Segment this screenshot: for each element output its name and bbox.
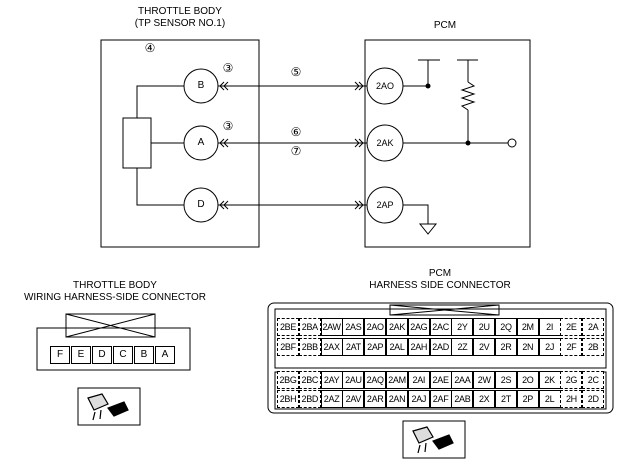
pcm-connector-pin: 2AC (429, 318, 452, 336)
tb-connector-pin: A (155, 346, 175, 364)
pcm-connector-pin: 2N (516, 338, 539, 356)
pcm-connector-pin: 2L (538, 390, 561, 408)
tb-connector-pin: F (50, 346, 70, 364)
throttle-body-subtitle: (TP SENSOR NO.1) (134, 18, 226, 29)
pcm-connector-subtitle: HARNESS SIDE CONNECTOR (369, 280, 511, 291)
pcm-connector-pin: 2AE (429, 371, 452, 389)
pcm-connector-pin: 2BB (298, 338, 321, 356)
pcm-connector-pin: 2BD (298, 390, 321, 408)
pcm-connector-pin: 2W (473, 371, 496, 389)
pcm-pin-2ak-label: 2AK (376, 138, 394, 148)
pcm-connector-pin: 2Q (495, 318, 517, 336)
pcm-pin-2ap-label: 2AP (376, 200, 394, 210)
pcm-connector-pin: 2AM (386, 371, 408, 389)
pcm-connector-pin: 2Z (451, 338, 474, 356)
tb-pin-a-label: A (197, 137, 205, 148)
pcm-connector-pin: 2BC (298, 371, 321, 389)
pcm-connector-pin: 2AT (342, 338, 365, 356)
tb-pin-b-label: B (197, 80, 205, 91)
throttle-body-title: THROTTLE BODY (138, 6, 222, 17)
sensor-lead-d (136, 168, 184, 206)
tb-connector-pin: D (92, 346, 112, 364)
tb-connector-body (36, 327, 191, 371)
tb-connector-pin: C (113, 346, 133, 364)
pcm-connector-pin: 2BA (298, 318, 321, 336)
pcm-connector-pin: 2AS (342, 318, 365, 336)
tb-connector-title: THROTTLE BODY (73, 280, 157, 291)
pcm-connector-pin: 2AU (342, 371, 365, 389)
pcm-connector-pin: 2AK (386, 318, 408, 336)
pcm-connector-pin: 2AY (320, 371, 343, 389)
pcm-connector-pin: 2M (516, 318, 539, 336)
pcm-connector-pin: 2AW (320, 318, 343, 336)
pcm-connector-pin: 2AG (407, 318, 430, 336)
pcm-connector-pin: 2C (582, 371, 605, 389)
pcm-connector-hand-icon (412, 426, 454, 454)
pcm-connector-pin: 2A (582, 318, 605, 336)
tb-connector-icon-box (77, 387, 141, 426)
pcm-connector-icon-box (402, 420, 466, 459)
tp-sensor-element (122, 117, 152, 169)
pcm-connector-pin: 2AR (364, 390, 387, 408)
pcm-connector-pin: 2X (473, 390, 496, 408)
pcm-connector-pin: 2B (582, 338, 605, 356)
ground-symbol (418, 223, 438, 235)
pcm-connector-pin: 2BH (277, 390, 299, 408)
pcm-connector-pin: 2V (473, 338, 496, 356)
pcm-connector-pin: 2AZ (320, 390, 343, 408)
tb-connector-hand-icon (87, 393, 129, 421)
pcm-connector-pin: 2AN (386, 390, 408, 408)
tb-pin-d-label: D (197, 199, 205, 210)
pcm-connector-pin: 2F (560, 338, 583, 356)
pcm-connector-pin: 2K (538, 371, 561, 389)
pcm-title: PCM (433, 20, 457, 31)
pcm-connector-pin: 2Y (451, 318, 474, 336)
pcm-connector-pin: 2BE (277, 318, 299, 336)
throttle-body-callout: ④ (144, 41, 156, 55)
pcm-connector-pin: 2BG (277, 371, 299, 389)
pcm-connector-pin: 2AO (364, 318, 387, 336)
wire-callout-5: ⑤ (290, 65, 302, 79)
pcm-connector-pin: 2U (473, 318, 496, 336)
pcm-connector-pin: 2I (538, 318, 561, 336)
pcm-connector-pin: 2T (495, 390, 517, 408)
pcm-connector-pin: 2AF (429, 390, 452, 408)
pull-up-resistor (460, 81, 476, 111)
pcm-connector-pin: 2AI (407, 371, 430, 389)
tb-connector-callout-a: ③ (222, 119, 234, 133)
pcm-connector-pin: 2O (516, 371, 539, 389)
pcm-connector-pin: 2AL (386, 338, 408, 356)
pcm-connector-pin: 2S (495, 371, 517, 389)
pcm-connector-pin: 2BF (277, 338, 299, 356)
pcm-connector-pin: 2AB (451, 390, 474, 408)
tb-connector-pin: B (134, 346, 154, 364)
wire-callout-7: ⑦ (290, 144, 302, 158)
pcm-connector-pin: 2AH (407, 338, 430, 356)
pcm-connector-pin: 2AP (364, 338, 387, 356)
pcm-connector-pin: 2R (495, 338, 517, 356)
pcm-connector-pin: 2AX (320, 338, 343, 356)
pcm-connector-pin: 2AQ (364, 371, 387, 389)
tb-connector-subtitle: WIRING HARNESS-SIDE CONNECTOR (23, 292, 207, 303)
pcm-connector-pin: 2P (516, 390, 539, 408)
pcm-connector-pin: 2AD (429, 338, 452, 356)
pcm-connector-body (267, 302, 614, 414)
sensor-lead-b (136, 85, 184, 118)
pcm-connector-pin: 2AJ (407, 390, 430, 408)
pcm-connector-title: PCM (428, 268, 452, 279)
pcm-pin-2ao-label: 2AO (375, 81, 394, 91)
pcm-connector-pin: 2AV (342, 390, 365, 408)
tb-connector-pin: E (71, 346, 91, 364)
pcm-connector-pin: 2E (560, 318, 583, 336)
pcm-connector-pin: 2D (582, 390, 605, 408)
pcm-connector-pin: 2G (560, 371, 583, 389)
pcm-connector-pin: 2H (560, 390, 583, 408)
tb-connector-callout-b: ③ (222, 61, 234, 75)
pcm-connector-pin: 2J (538, 338, 561, 356)
pcm-connector-pin: 2AA (451, 371, 474, 389)
wire-callout-6: ⑥ (290, 125, 302, 139)
